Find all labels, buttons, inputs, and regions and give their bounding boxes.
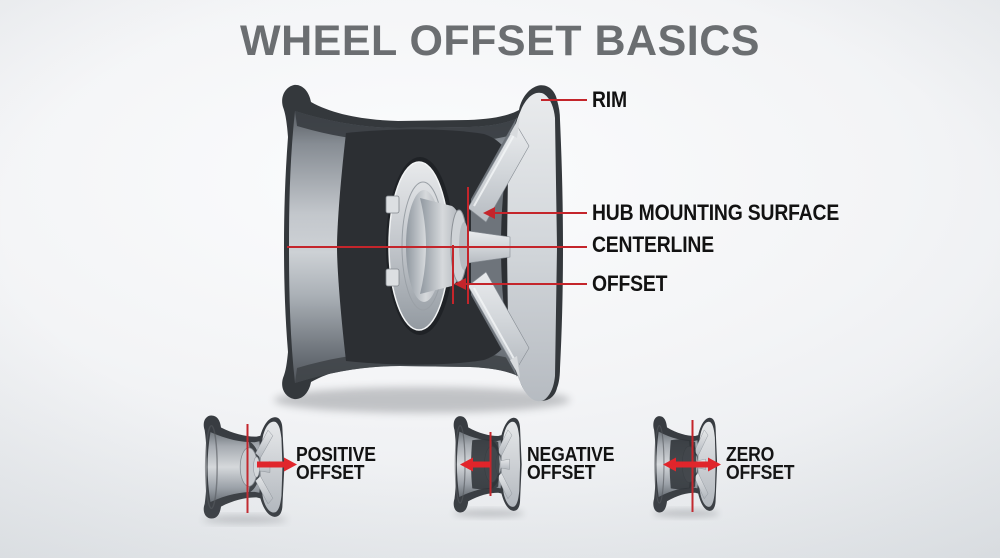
callout-centerline: CENTERLINE xyxy=(592,234,714,256)
callout-rim: RIM xyxy=(592,89,627,111)
offset-arrowhead-icon xyxy=(454,278,466,290)
mini-annotations xyxy=(246,420,721,513)
label-positive-line2: OFFSET xyxy=(296,462,365,484)
callout-hub-mounting-surface-label: HUB MOUNTING SURFACE xyxy=(592,200,840,225)
zero-offset-arrowhead-left-icon xyxy=(663,457,676,472)
annotation-lines xyxy=(287,99,587,304)
callout-rim-label: RIM xyxy=(592,87,627,112)
main-wheel-shadow xyxy=(274,387,570,413)
positive-offset-arrowhead-icon xyxy=(284,457,297,472)
callout-centerline-label: CENTERLINE xyxy=(592,232,714,257)
callout-offset-label: OFFSET xyxy=(592,271,668,296)
mini-wheel-positive xyxy=(203,416,287,524)
label-negative-line2: OFFSET xyxy=(527,462,596,484)
label-negative-line1: NEGATIVE xyxy=(527,444,615,466)
label-positive-line1: POSITIVE xyxy=(296,444,376,466)
zero-offset-arrowhead-right-icon xyxy=(708,457,721,472)
page-title: WHEEL OFFSET BASICS xyxy=(240,17,760,65)
label-zero-line2: OFFSET xyxy=(726,462,795,484)
main-wheel-illustration xyxy=(274,84,570,413)
label-negative-offset: NEGATIVE OFFSET xyxy=(527,444,615,484)
label-zero-line1: ZERO xyxy=(726,444,775,466)
label-positive-offset: POSITIVE OFFSET xyxy=(296,444,376,484)
callout-hub-mounting-surface: HUB MOUNTING SURFACE xyxy=(592,202,839,224)
hub-mounting-arrowhead-icon xyxy=(483,207,495,219)
negative-offset-arrowhead-icon xyxy=(460,457,473,472)
callout-offset: OFFSET xyxy=(592,273,667,295)
label-zero-offset: ZERO OFFSET xyxy=(726,444,795,484)
